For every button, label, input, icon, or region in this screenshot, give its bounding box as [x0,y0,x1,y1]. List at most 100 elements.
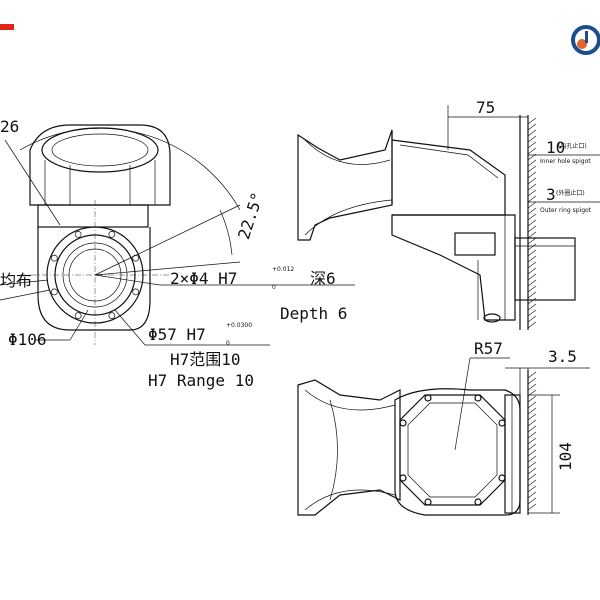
hatch-line [527,419,537,427]
bolt-hole [474,498,482,506]
dim-10-note-cn: (内孔止口) [558,142,587,150]
bolt-hole [108,312,116,320]
bolt-hole [424,498,432,506]
hatch-line [527,401,537,409]
hatch-line [527,165,537,173]
bore-prefix: Φ57 H7 [148,325,206,344]
hatch-line [527,497,537,505]
hatch-line [527,195,537,203]
bore-range-cn: H7范围10 [170,350,241,369]
pin-hole-tol-upper: +0.012 [272,266,294,273]
hatch-line [527,261,537,269]
dim-3-note-en: Outer ring spigot [540,207,592,214]
hatch-line [527,437,537,445]
red-corner-marker [0,24,14,30]
bolt-hole [498,474,506,482]
dim-3-note-cn: (外圈止口) [556,189,585,197]
hatch-line [527,273,537,281]
hatch-line [527,171,537,179]
bolt-holes [50,230,140,320]
hatch-line [527,177,537,185]
angle-label: 22.5° [234,190,267,242]
hatch-line [527,243,537,251]
bore-tol-upper: +0.0300 [226,322,252,329]
bolt-hole [474,394,482,402]
dim-104: 104 [556,442,575,471]
hatch-line [527,377,537,385]
front-view: 26 均布 22.5° 2×Φ4 H7 +0.012 0 深6 Depth 6 … [0,117,355,390]
front-partial-dim-label: 26 [0,117,19,136]
bottom-view: R57 3.5 104 [297,339,590,516]
bore-tol-lower: 0 [226,340,230,347]
dim-3-5: 3.5 [548,347,577,366]
hatch-line [527,183,537,191]
hatch-line [527,207,537,215]
hatch-line [527,189,537,197]
hatch-line [527,219,537,227]
hatch-line [527,413,537,421]
hatch-line [527,449,537,457]
bolt-hole [132,288,140,296]
hatch-line [527,231,537,239]
pin-hole-depth-cn: 深6 [310,269,336,288]
hatch-line [527,279,537,287]
pin-hole-tol-lower: 0 [272,284,276,291]
bolt-hole [498,419,506,427]
dia-106-label: Φ106 [8,330,47,349]
hatch-line [527,321,537,329]
pin-hole-prefix: 2×Φ4 H7 [170,269,237,288]
dim-75: 75 [476,98,495,117]
hatch-line [527,407,537,415]
hatch-line [527,159,537,167]
bolt-hole [50,254,58,262]
gear-logo-icon [571,25,600,55]
hatch-line [527,255,537,263]
hatch-line [527,315,537,323]
hatch-line [527,425,537,433]
hatch-line [527,291,537,299]
hatch-line [527,123,537,131]
hatch-line [527,395,537,403]
dim-10-note-en: Inner hole spigot [540,158,591,165]
hatch-line [527,467,537,475]
hatch-line [527,267,537,275]
bolt-hole [74,230,82,238]
dim-3: 3 [546,185,556,204]
bolt-hole [399,474,407,482]
hatch-line [527,285,537,293]
dim-r57: R57 [474,339,503,358]
hatch-line [527,491,537,499]
hatch-line [527,303,537,311]
side-view: 75 10 (内孔止口) Inner hole spigot 3 (外圈止口) … [297,98,600,330]
hatch-line [527,431,537,439]
hatch-line [527,225,537,233]
hatch-line [527,443,537,451]
hatch-line [527,141,537,149]
hatch-line [527,455,537,463]
bolt-hole [399,419,407,427]
front-partial-cn-label: 均布 [0,271,32,290]
hatch-line [527,213,537,221]
hatch-line [527,135,537,143]
hatch-line [527,249,537,257]
hatch-line [527,201,537,209]
hatch-line [527,473,537,481]
bolt-hole [74,312,82,320]
bolt-hole [424,394,432,402]
hatch-line [527,297,537,305]
hatch-line [527,479,537,487]
hatch-line [527,383,537,391]
bore-range-en: H7 Range 10 [148,371,254,390]
hatch-line [527,147,537,155]
bolt-hole [108,230,116,238]
dim-10: 10 [546,138,565,157]
hatch-line [527,485,537,493]
hatch-line [527,461,537,469]
hatch-line [527,503,537,511]
bolt-hole [50,288,58,296]
hatch-line [527,117,537,125]
hatch-line [527,129,537,137]
hatch-line [527,237,537,245]
pin-hole-depth-en: Depth 6 [280,304,347,323]
